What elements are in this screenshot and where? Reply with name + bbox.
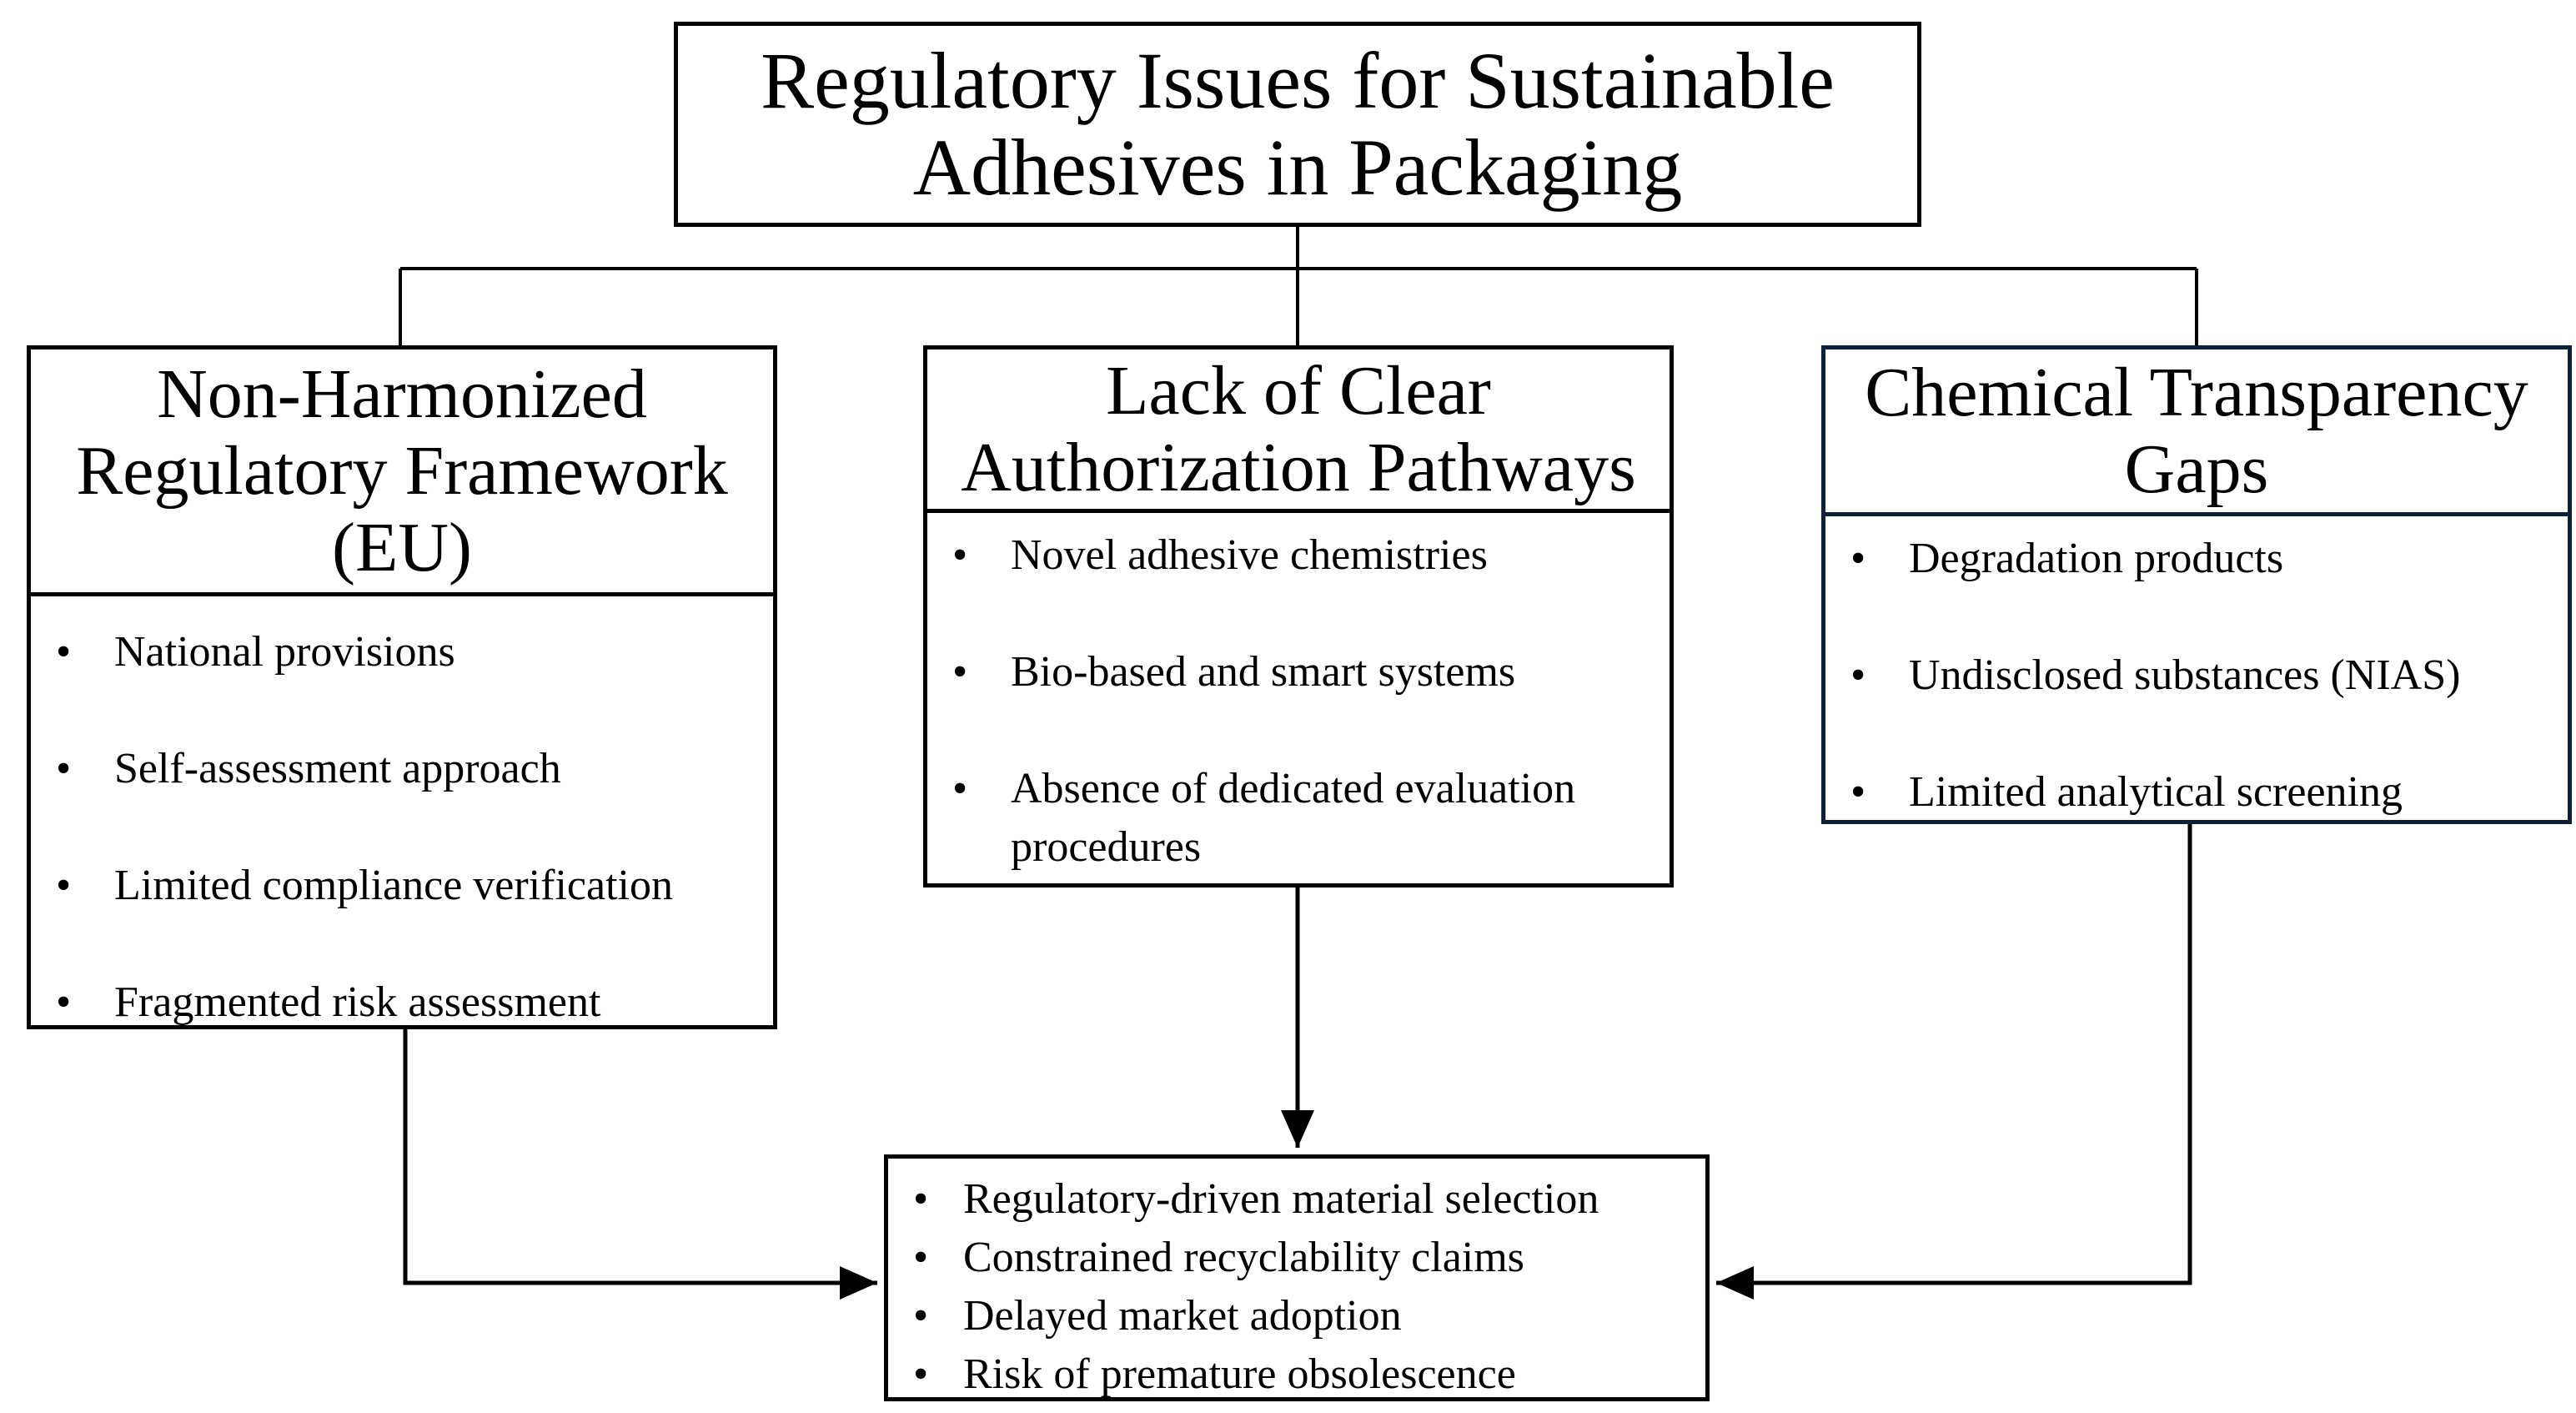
authorization-pathways-box: Lack of Clear Authorization Pathways •No… bbox=[923, 345, 1674, 888]
bullet-icon: • bbox=[56, 745, 72, 792]
bullet-icon: • bbox=[952, 765, 968, 812]
heading-line: Chemical Transparency bbox=[1865, 353, 2528, 431]
heading-line: Gaps bbox=[2124, 430, 2269, 508]
non-harmonized-framework-box: Non-Harmonized Regulatory Framework (EU)… bbox=[27, 345, 777, 1029]
column-heading: Chemical Transparency Gaps bbox=[1825, 349, 2568, 516]
bullet-icon: • bbox=[56, 978, 72, 1026]
heading-line: Regulatory Framework bbox=[76, 431, 728, 510]
bullet-icon: • bbox=[56, 862, 72, 909]
arrow-right-to-outcomes bbox=[1716, 824, 2192, 1300]
bullet-icon: • bbox=[56, 628, 72, 676]
title-line-1: Regulatory Issues for Sustainable bbox=[761, 36, 1835, 125]
bullet-icon: • bbox=[913, 1350, 929, 1398]
bullet-icon: • bbox=[913, 1234, 929, 1281]
column-heading: Non-Harmonized Regulatory Framework (EU) bbox=[31, 349, 773, 596]
diagram-title: Regulatory Issues for Sustainable Adhesi… bbox=[761, 38, 1835, 211]
bullet-icon: • bbox=[952, 531, 968, 579]
heading-line: Non-Harmonized bbox=[157, 355, 647, 433]
outcomes-box: •Regulatory-driven material selection •C… bbox=[884, 1154, 1710, 1401]
bullet-icon: • bbox=[952, 648, 968, 696]
heading-line: (EU) bbox=[332, 508, 472, 586]
bullet-icon: • bbox=[913, 1292, 929, 1340]
diagram-title-box: Regulatory Issues for Sustainable Adhesi… bbox=[674, 22, 1921, 227]
arrow-left-to-outcomes bbox=[403, 1029, 877, 1300]
bullet-icon: • bbox=[913, 1175, 929, 1223]
bullet-icon: • bbox=[1850, 768, 1866, 816]
bullet-icon: • bbox=[1850, 651, 1866, 699]
bullet-icon: • bbox=[1850, 535, 1866, 582]
heading-line: Lack of Clear bbox=[1106, 351, 1491, 430]
column-heading: Lack of Clear Authorization Pathways bbox=[927, 349, 1670, 513]
chemical-transparency-box: Chemical Transparency Gaps •Degradation … bbox=[1821, 345, 2572, 824]
heading-line: Authorization Pathways bbox=[961, 428, 1636, 506]
title-line-2: Adhesives in Packaging bbox=[912, 123, 1683, 212]
